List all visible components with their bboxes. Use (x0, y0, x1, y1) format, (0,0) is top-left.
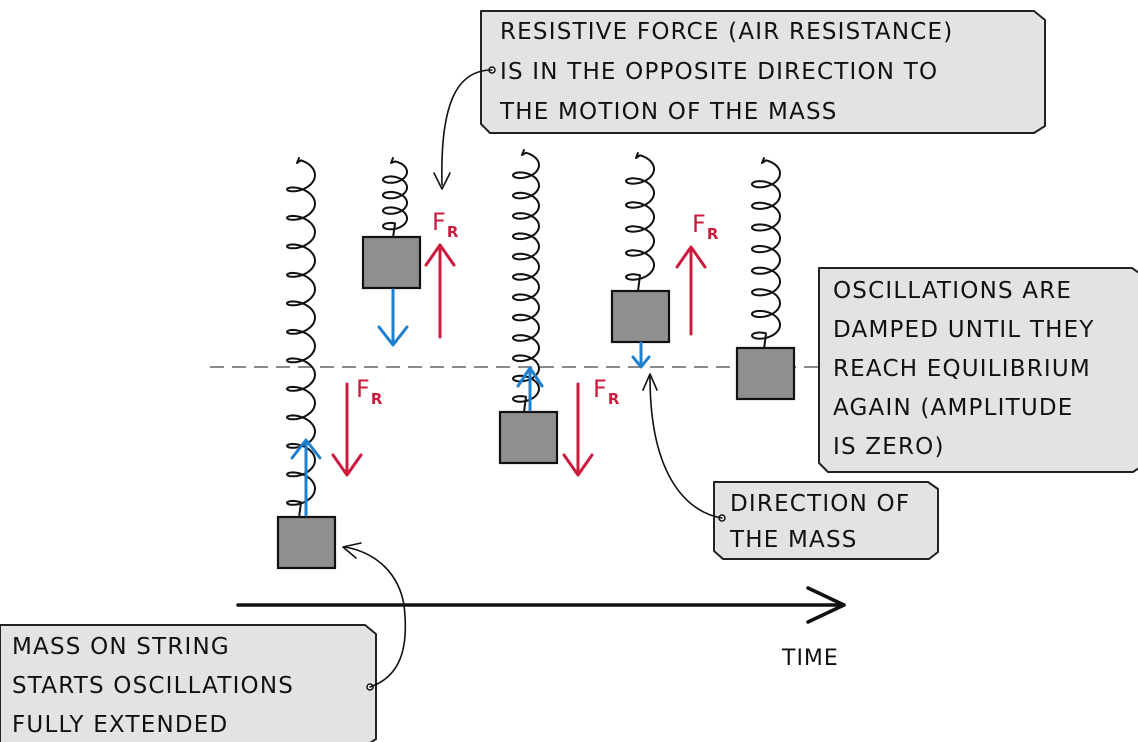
callout-box-direction (713, 481, 939, 560)
resistive-line-2: IS IN THE OPPOSITE DIRECTION TO (500, 59, 938, 85)
time-axis-arrowhead (806, 586, 846, 624)
spring-2 (382, 157, 408, 239)
motion-arrow-up-3 (516, 366, 544, 412)
force-label-2: FR (432, 208, 459, 241)
motion-arrow-up-1 (290, 438, 322, 517)
mass-block-2 (361, 235, 422, 290)
resistive-line-3: THE MOTION OF THE MASS (499, 99, 838, 125)
direction-pointer (649, 376, 723, 519)
callout-box-start (0, 624, 377, 742)
time-axis: TIME (236, 586, 846, 671)
time-axis-label: TIME (781, 646, 839, 671)
resistive-force-up-4 (675, 245, 707, 336)
start-pointer (344, 546, 407, 688)
callout-start: MASS ON STRING STARTS OSCILLATIONS FULLY… (0, 542, 407, 742)
start-pointer-head (342, 542, 362, 559)
spring-4 (625, 152, 655, 292)
direction-line-1: DIRECTION OF (730, 491, 910, 517)
resistive-force-up-2 (424, 243, 456, 339)
spring-5 (751, 157, 781, 350)
spring-3 (512, 149, 540, 413)
motion-arrow-down-2 (377, 288, 409, 347)
resistive-line-1: RESISTIVE FORCE (AIR RESISTANCE) (500, 19, 953, 45)
mass-block-3 (498, 410, 559, 465)
resistive-pointer (441, 69, 493, 186)
resistive-force-arrows (331, 243, 707, 477)
mass-block-5 (735, 346, 796, 401)
damped-line-3: REACH EQUILIBRIUM (833, 356, 1091, 382)
start-line-2: STARTS OSCILLATIONS (12, 673, 294, 699)
resistive-pointer-head (433, 172, 451, 190)
start-line-3: FULLY EXTENDED (12, 712, 228, 738)
mass-block-1 (276, 515, 337, 570)
callout-resistive-force: RESISTIVE FORCE (AIR RESISTANCE) IS IN T… (433, 10, 1046, 190)
resistive-force-labels: FR FR FR FR (356, 208, 719, 408)
force-label-4: FR (692, 210, 719, 243)
callout-box-resistive (480, 10, 1046, 134)
damped-line-2: DAMPED UNTIL THEY (833, 317, 1095, 343)
mass-block-4 (610, 289, 671, 344)
direction-pointer-head (642, 373, 658, 391)
start-line-1: MASS ON STRING (12, 634, 230, 660)
force-label-3: FR (593, 375, 620, 408)
damped-line-4: AGAIN (AMPLITUDE (833, 395, 1074, 421)
damped-line-1: OSCILLATIONS ARE (833, 278, 1072, 304)
damped-line-5: IS ZERO) (833, 434, 945, 460)
resistive-force-down-1 (331, 382, 363, 477)
mass-motion-arrows (290, 288, 651, 517)
spring-1 (286, 157, 316, 519)
motion-arrow-down-4 (631, 341, 651, 369)
springs (286, 149, 781, 519)
force-label-1: FR (356, 375, 383, 408)
callout-damped: OSCILLATIONS ARE DAMPED UNTIL THEY REACH… (818, 267, 1138, 473)
direction-line-2: THE MASS (729, 527, 858, 553)
resistive-force-down-3 (562, 382, 594, 477)
callout-direction: DIRECTION OF THE MASS (642, 373, 939, 560)
